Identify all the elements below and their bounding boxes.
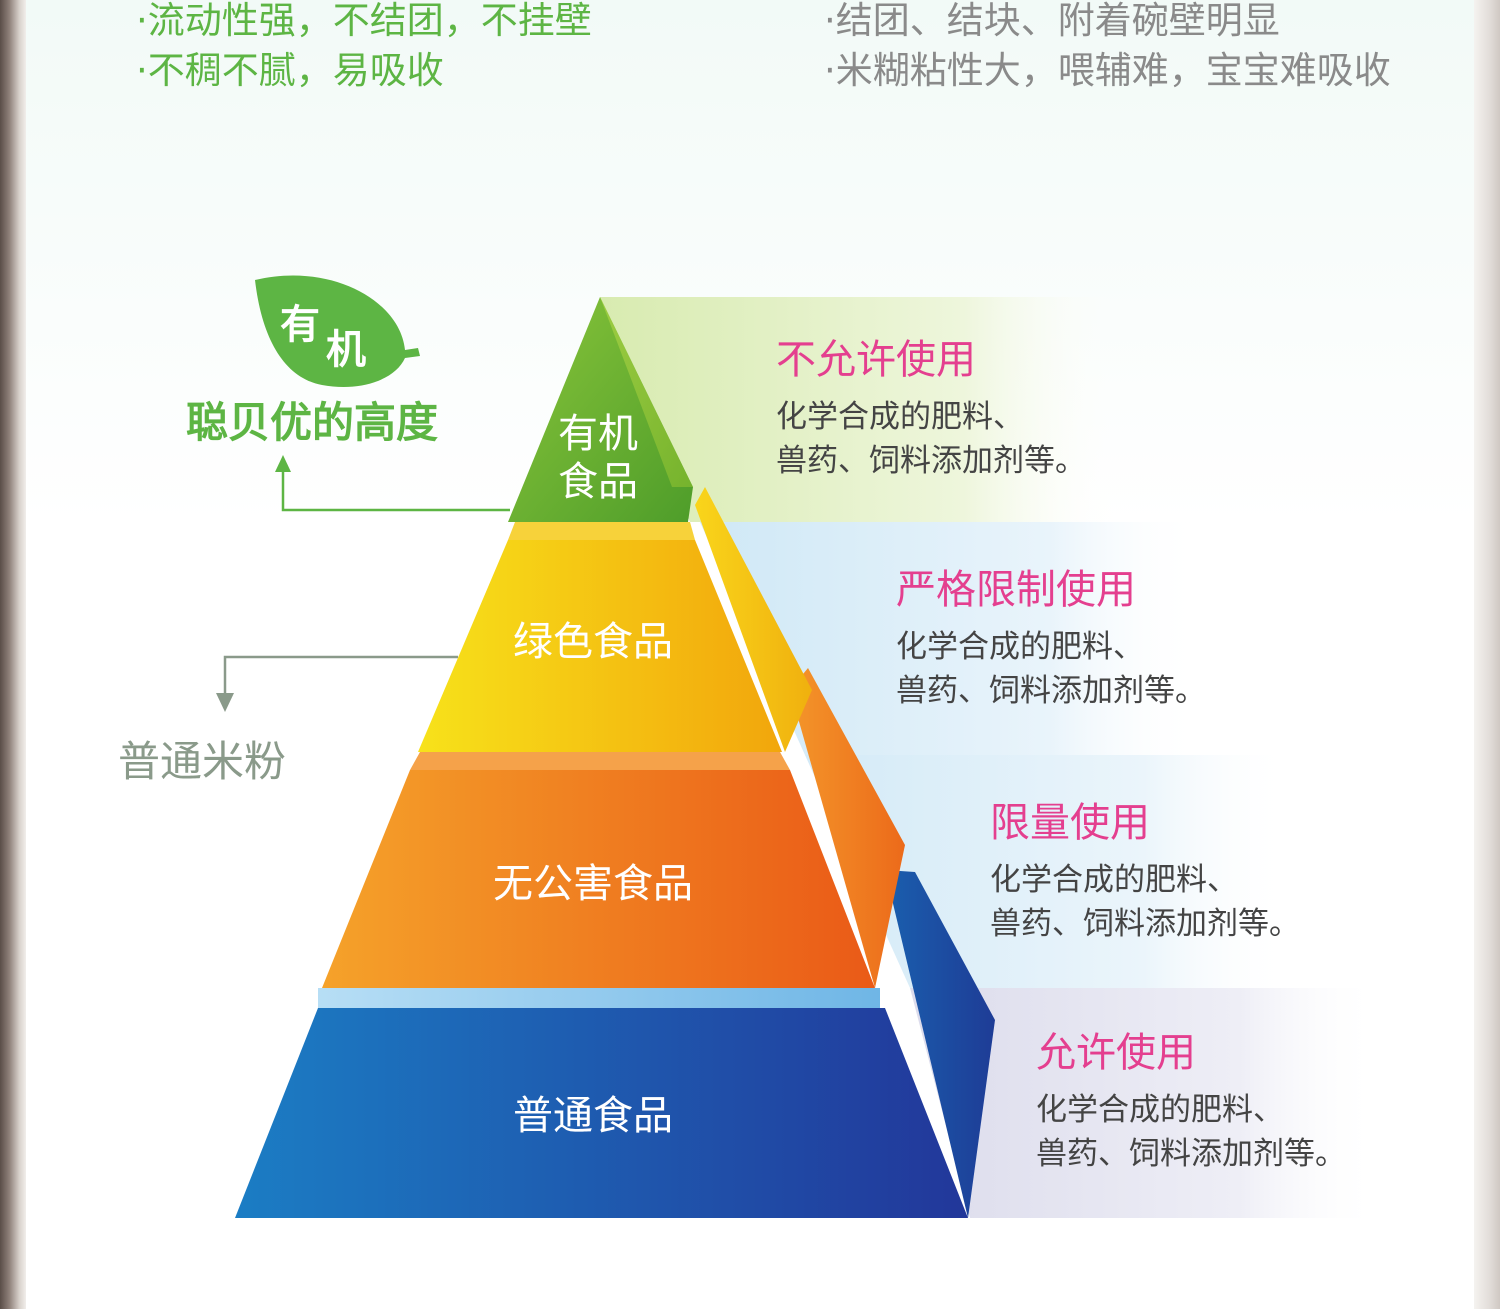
- tier-green-front: [418, 540, 782, 752]
- usage-desc-pollution-free-line1: 化学合成的肥料、: [990, 862, 1238, 898]
- usage-title-normal: 允许使用: [1036, 1030, 1196, 1076]
- leaf-char-2: 机: [326, 327, 366, 373]
- usage-desc-green-line1: 化学合成的肥料、: [896, 629, 1144, 665]
- band-normal: [910, 988, 1380, 1218]
- tier-organic-front: [508, 297, 693, 522]
- tier-pollution-free-top-face: [410, 752, 790, 770]
- advantage-point-2: ·不稠不腻，易吸收: [136, 49, 444, 92]
- usage-desc-normal-line2: 兽药、饲料添加剂等。: [1036, 1136, 1346, 1172]
- usage-desc-organic-line2: 兽药、饲料添加剂等。: [776, 443, 1086, 479]
- usage-desc-normal: 化学合成的肥料、 兽药、饲料添加剂等。: [1036, 1088, 1346, 1176]
- connector-normal: [223, 655, 458, 695]
- connector-organic: [281, 470, 510, 512]
- band-green: [700, 522, 1200, 755]
- leaf-logo-icon: [255, 275, 420, 387]
- tier-organic-label-line1: 有机: [558, 411, 638, 457]
- tier-green-label: 绿色食品: [513, 619, 673, 665]
- usage-desc-organic-line1: 化学合成的肥料、: [776, 399, 1024, 435]
- tier-pollution-free-side: [790, 668, 905, 988]
- arrow-up-icon: [275, 455, 291, 472]
- disadvantage-point-1: ·结团、结块、附着碗壁明显: [824, 0, 1280, 42]
- usage-desc-pollution-free: 化学合成的肥料、 兽药、饲料添加剂等。: [990, 858, 1300, 946]
- frame-left-edge: [0, 0, 26, 1309]
- disadvantage-point-2: ·米糊粘性大，喂辅难，宝宝难吸收: [824, 49, 1391, 92]
- usage-title-pollution-free: 限量使用: [990, 800, 1150, 846]
- tier-pollution-free-label: 无公害食品: [493, 861, 693, 907]
- tier-normal-front: [235, 1008, 968, 1218]
- tier-normal-label: 普通食品: [513, 1093, 673, 1139]
- tier-organic-label-line2: 食品: [558, 459, 638, 505]
- tier-green-side: [695, 487, 812, 752]
- tier-normal-top-face: [318, 988, 880, 1008]
- frame-right-edge: [1474, 0, 1500, 1309]
- usage-desc-green-line2: 兽药、饲料添加剂等。: [896, 673, 1206, 709]
- normal-rice-label: 普通米粉: [118, 737, 287, 786]
- usage-title-organic: 不允许使用: [776, 337, 976, 383]
- usage-desc-organic: 化学合成的肥料、 兽药、饲料添加剂等。: [776, 395, 1086, 483]
- usage-desc-pollution-free-line2: 兽药、饲料添加剂等。: [990, 906, 1300, 942]
- usage-title-green: 严格限制使用: [896, 567, 1136, 613]
- tier-normal-side: [885, 870, 995, 1218]
- tier-organic-label: 有机 食品: [552, 410, 644, 506]
- tier-organic-highlight: [600, 297, 693, 487]
- usage-desc-normal-line1: 化学合成的肥料、: [1036, 1092, 1284, 1128]
- leaf-char-1: 有: [280, 302, 320, 348]
- arrow-down-icon: [216, 693, 234, 712]
- tier-pollution-free-front: [322, 770, 875, 988]
- advantage-point-1: ·流动性强，不结团，不挂壁: [136, 0, 592, 42]
- band-organic: [600, 297, 1120, 522]
- brand-tagline: 聪贝优的高度: [186, 398, 439, 447]
- usage-desc-green: 化学合成的肥料、 兽药、饲料添加剂等。: [896, 625, 1206, 713]
- tier-green-top-face: [508, 522, 695, 540]
